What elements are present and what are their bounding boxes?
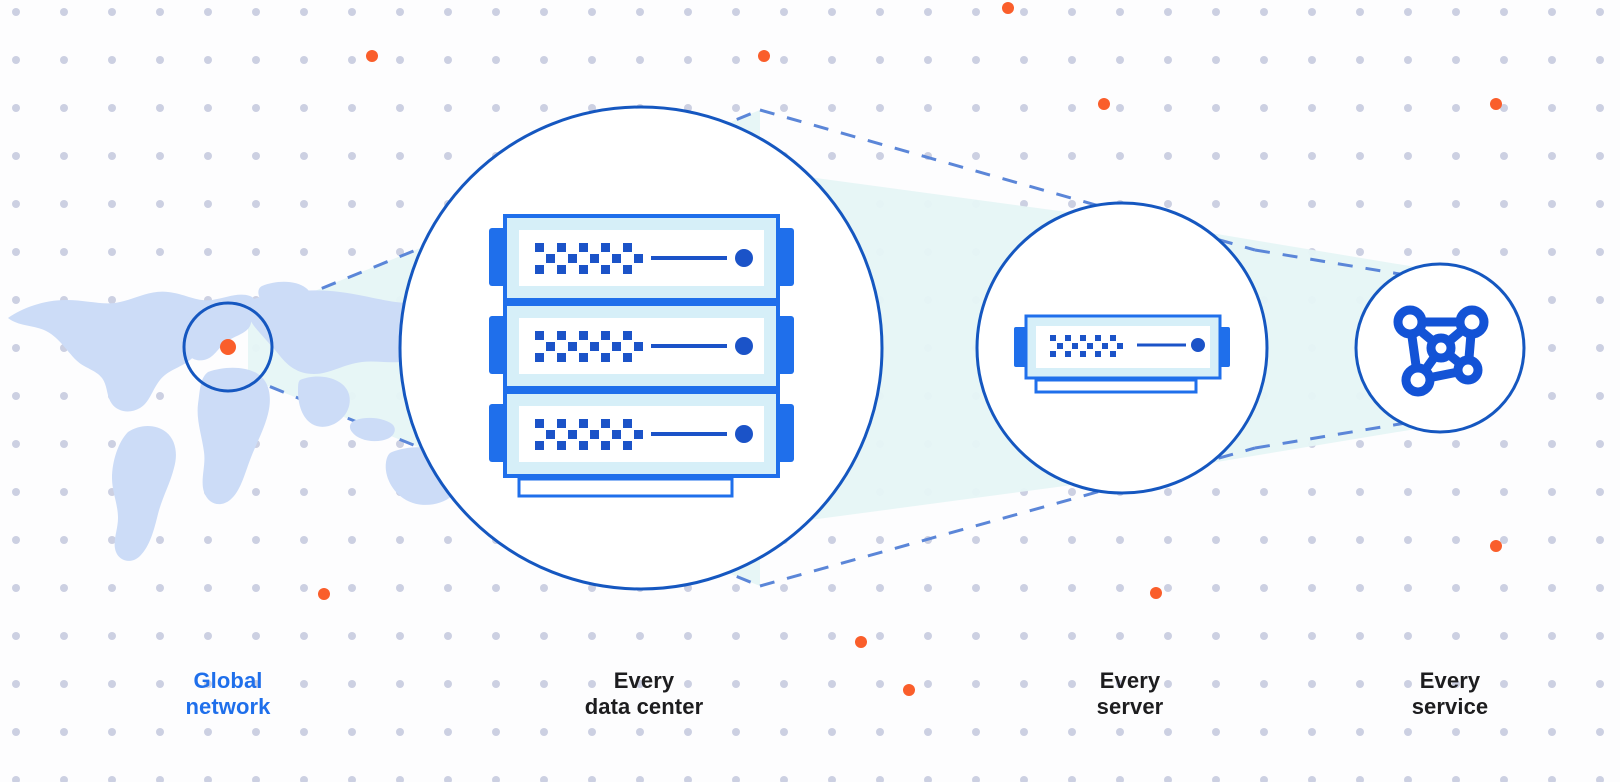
mesh-node: [1453, 355, 1483, 385]
rack-base: [517, 477, 734, 498]
server-base: [1034, 378, 1198, 394]
server-dot-matrix: [1050, 335, 1123, 357]
accent-dot: [1002, 2, 1014, 14]
accent-dots-group: [318, 2, 1502, 696]
accent-dot: [1490, 98, 1502, 110]
accent-dot: [366, 50, 378, 62]
rack-unit-dot-matrix: [535, 243, 643, 274]
accent-dot: [1490, 540, 1502, 552]
rack-unit-dot-matrix: [535, 331, 643, 362]
guide-line-top-1: [243, 108, 761, 322]
mesh-node: [1455, 305, 1489, 339]
accent-dot: [1098, 98, 1110, 110]
guide-line-bottom-3: [1254, 410, 1473, 450]
global-marker-dot: [220, 339, 236, 355]
guide-line-top-3: [1254, 248, 1473, 288]
network-mesh-nodes: [1393, 305, 1489, 397]
mesh-node: [1401, 363, 1435, 397]
label-every-server: Every server: [1096, 668, 1164, 719]
accent-dot: [903, 684, 915, 696]
label-every-service: Every service: [1411, 668, 1489, 719]
mesh-node-center: [1426, 333, 1456, 363]
rack-unit-status-led: [735, 249, 753, 267]
label-every-data-center: Every data center: [584, 668, 704, 719]
accent-dot: [855, 636, 867, 648]
rack-unit-dot-matrix: [535, 419, 643, 450]
server-unit-icon: [1014, 314, 1230, 394]
global-focus-circle: [182, 301, 274, 393]
label-global-network: Global network: [185, 668, 271, 719]
mesh-node: [1393, 305, 1427, 339]
server-status-led: [1191, 338, 1205, 352]
server-rack-icon: [489, 214, 794, 498]
accent-dot: [318, 588, 330, 600]
rack-unit-status-led: [735, 337, 753, 355]
accent-dot: [1150, 587, 1162, 599]
rack-unit-status-led: [735, 425, 753, 443]
accent-dot: [758, 50, 770, 62]
